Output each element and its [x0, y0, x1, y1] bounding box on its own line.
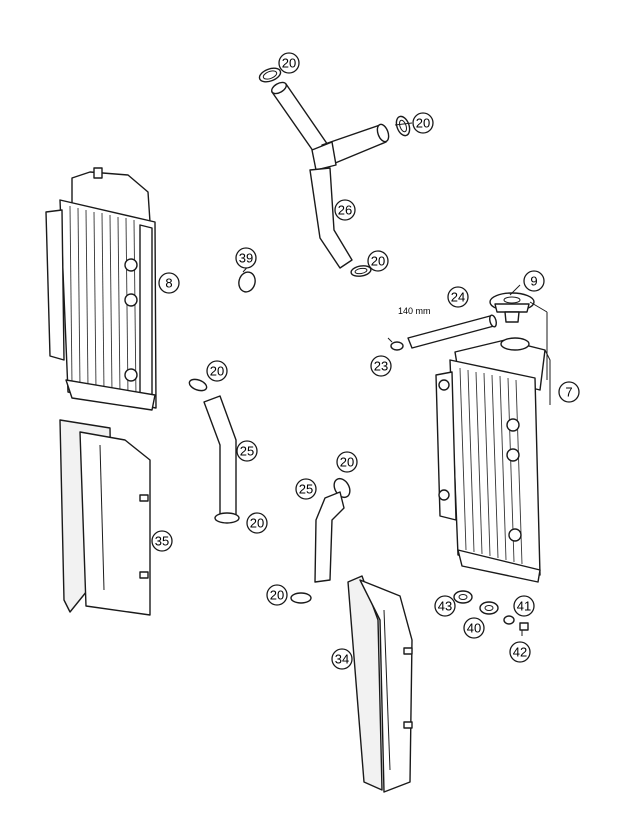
svg-text:34: 34: [335, 652, 349, 667]
callout-7: 7: [558, 381, 580, 403]
svg-text:43: 43: [438, 599, 452, 614]
radiator-fins: [69, 205, 137, 399]
center-radiator-guard: [347, 575, 413, 793]
callout-25: 25: [236, 440, 258, 462]
callout-24: 24: [447, 286, 469, 308]
callout-41: 41: [513, 595, 535, 617]
callout-20: 20: [367, 250, 389, 272]
callout-39: 39: [235, 247, 257, 269]
svg-text:20: 20: [250, 516, 264, 531]
radiator-cap: [489, 292, 535, 323]
svg-text:42: 42: [513, 645, 527, 660]
overflow-hose: 140 mm: [398, 306, 497, 349]
svg-text:8: 8: [165, 276, 172, 291]
callout-35: 35: [151, 530, 173, 552]
callout-43: 43: [434, 595, 456, 617]
drain-grommet: [453, 590, 473, 604]
callout-20: 20: [278, 52, 300, 74]
callout-23: 23: [370, 355, 392, 377]
callout-20: 20: [246, 512, 268, 534]
svg-text:9: 9: [530, 274, 537, 289]
svg-text:7: 7: [565, 385, 572, 400]
y-hose-assembly: [258, 67, 411, 277]
svg-text:20: 20: [270, 588, 284, 603]
svg-text:25: 25: [299, 482, 313, 497]
sealing-ring: [503, 615, 515, 625]
left-radiator-guard: [59, 419, 151, 616]
callout-42: 42: [509, 641, 531, 663]
hose-clamp: [395, 115, 411, 137]
left-lower-hose: [188, 378, 240, 524]
callout-40: 40: [463, 617, 485, 639]
callout-9: 9: [523, 270, 545, 292]
hose-clamp: [258, 67, 282, 83]
svg-text:41: 41: [517, 599, 531, 614]
callout-20: 20: [206, 360, 228, 382]
svg-text:24: 24: [451, 290, 465, 305]
svg-text:20: 20: [416, 116, 430, 131]
dimension-label: 140 mm: [398, 306, 431, 316]
svg-text:40: 40: [467, 621, 481, 636]
callout-25: 25: [295, 478, 317, 500]
svg-text:23: 23: [374, 359, 388, 374]
callout-26: 26: [334, 199, 356, 221]
svg-text:39: 39: [239, 251, 253, 266]
svg-text:20: 20: [340, 455, 354, 470]
svg-text:26: 26: [338, 203, 352, 218]
svg-text:35: 35: [155, 534, 169, 549]
center-lower-hose: [290, 477, 351, 604]
callout-8: 8: [158, 272, 180, 294]
svg-text:20: 20: [282, 56, 296, 71]
drain-screw: [519, 622, 529, 636]
callout-20: 20: [336, 451, 358, 473]
svg-text:20: 20: [371, 254, 385, 269]
callout-34: 34: [331, 648, 353, 670]
hose-clamp: [350, 265, 372, 277]
small-hose-clamp: [387, 337, 404, 351]
callout-20: 20: [266, 584, 288, 606]
right-radiator: [435, 337, 551, 583]
drain-washer: [479, 601, 499, 615]
svg-text:25: 25: [240, 444, 254, 459]
left-radiator: [45, 167, 157, 411]
leader-lines: [394, 122, 548, 380]
svg-text:20: 20: [210, 364, 224, 379]
callout-20: 20: [412, 112, 434, 134]
